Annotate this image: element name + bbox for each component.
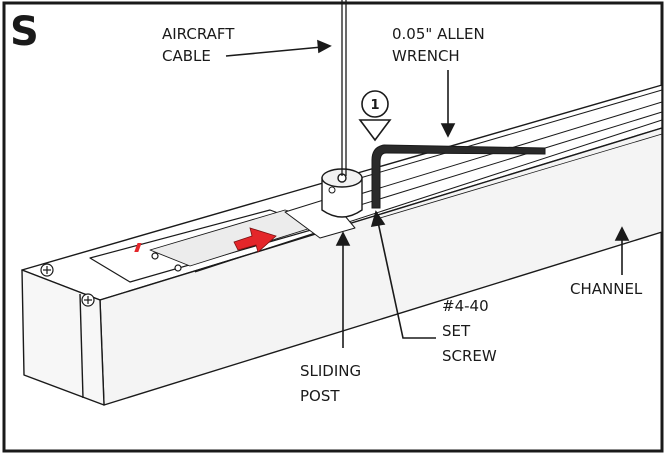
label-allen-line1: 0.05" ALLEN — [392, 25, 485, 43]
leader-arrows — [225, 39, 630, 348]
label-aircraft-line2: CABLE — [162, 47, 211, 65]
label-setscrew-line3: SCREW — [442, 347, 497, 365]
step-callout — [358, 90, 392, 142]
slide-direction-arrow — [134, 227, 277, 253]
allen-wrench — [371, 144, 546, 209]
sliding-post — [321, 168, 363, 218]
label-channel: CHANNEL — [570, 280, 643, 298]
end-screws — [40, 252, 182, 307]
label-aircraft-line1: AIRCRAFT — [162, 25, 235, 43]
label-allen-line2: WRENCH — [392, 47, 460, 65]
label-setscrew-line2: SET — [442, 322, 471, 340]
label-sliding-line2: POST — [300, 387, 340, 405]
step-number: 1 — [370, 98, 379, 113]
label-sliding-line1: SLIDING — [300, 362, 361, 380]
label-setscrew-line1: #4-40 — [442, 297, 489, 315]
panel-letter: S — [10, 9, 39, 55]
